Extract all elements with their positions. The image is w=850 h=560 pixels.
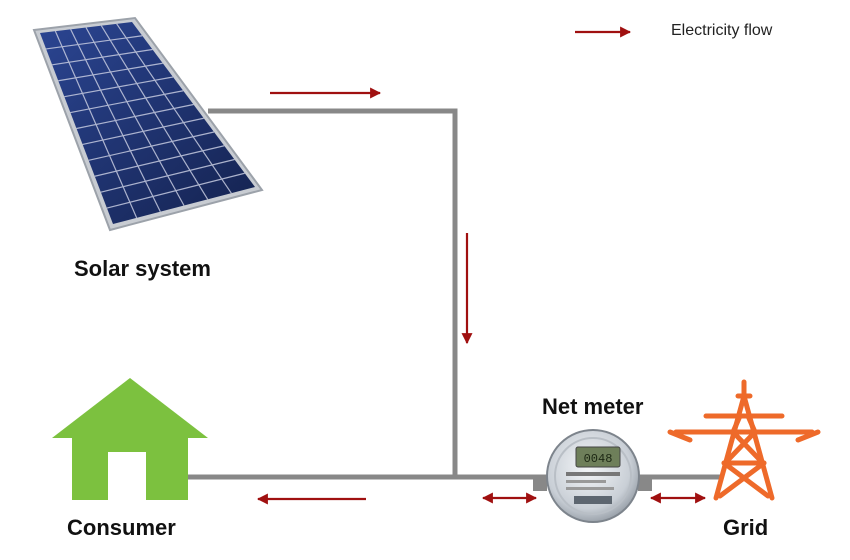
grid-label: Grid [723, 515, 769, 540]
consumer-label: Consumer [67, 515, 176, 540]
net-meter-label: Net meter [542, 394, 644, 419]
solar-panel-image [32, 16, 264, 232]
wires [185, 108, 720, 480]
solar-system-label: Solar system [74, 256, 211, 281]
transmission-tower-icon [667, 379, 821, 501]
wire-solar-to-junction [208, 108, 458, 477]
net-meter-icon: 0048 [533, 429, 652, 523]
legend-label: Electricity flow [671, 22, 773, 39]
flow-arrows [256, 26, 707, 505]
meter-display: 0048 [584, 452, 613, 466]
house-icon [52, 378, 208, 500]
